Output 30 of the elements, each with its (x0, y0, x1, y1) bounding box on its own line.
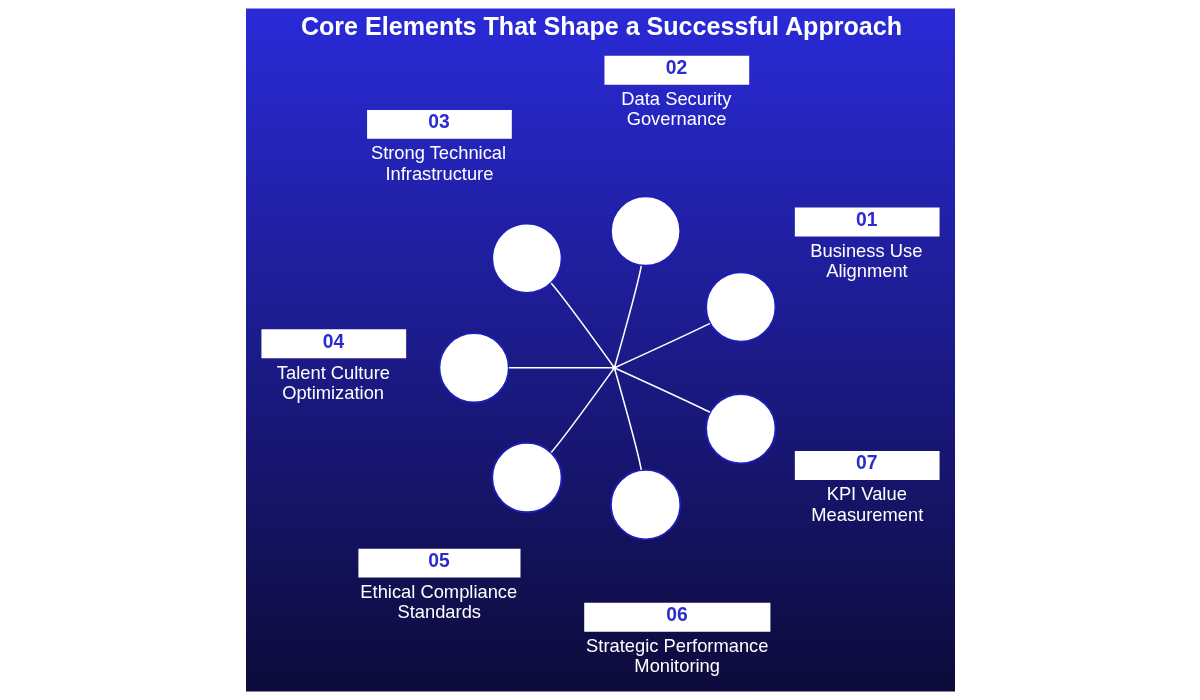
node-box: 04 (260, 329, 406, 359)
node-box: 06 (583, 602, 770, 632)
connector (613, 369, 642, 471)
node-box: 01 (794, 207, 940, 237)
node-box: 03 (366, 109, 512, 139)
node-circle (437, 332, 510, 404)
node-label: Business Use Alignment (809, 239, 922, 282)
node-label: KPI Value Measurement (810, 483, 923, 525)
node-box: 02 (603, 55, 749, 85)
node-label: Data Security Governance (620, 88, 731, 130)
node-circle (490, 441, 563, 514)
connector (549, 282, 614, 367)
node-label: Strong Technical Infrastructure (370, 142, 506, 184)
connector (615, 368, 711, 414)
node-circle (490, 222, 563, 294)
connector (615, 322, 711, 368)
node-label: Talent Culture Optimization (276, 361, 390, 403)
node-circle (704, 271, 776, 343)
node-circle (704, 393, 776, 465)
connector (613, 265, 642, 367)
node-point (611, 365, 617, 371)
connector (507, 367, 613, 369)
node-circle (609, 195, 681, 267)
node-circle (609, 468, 681, 541)
node-label: Strategic Performance Monitoring (585, 635, 768, 677)
node-box: 05 (357, 548, 520, 578)
node-box: 07 (794, 451, 940, 480)
connector (549, 368, 614, 454)
diagram-title: Core Elements That Shape a Successful Approach (300, 12, 902, 41)
node-label: Ethical Compliance Standards (359, 581, 517, 623)
